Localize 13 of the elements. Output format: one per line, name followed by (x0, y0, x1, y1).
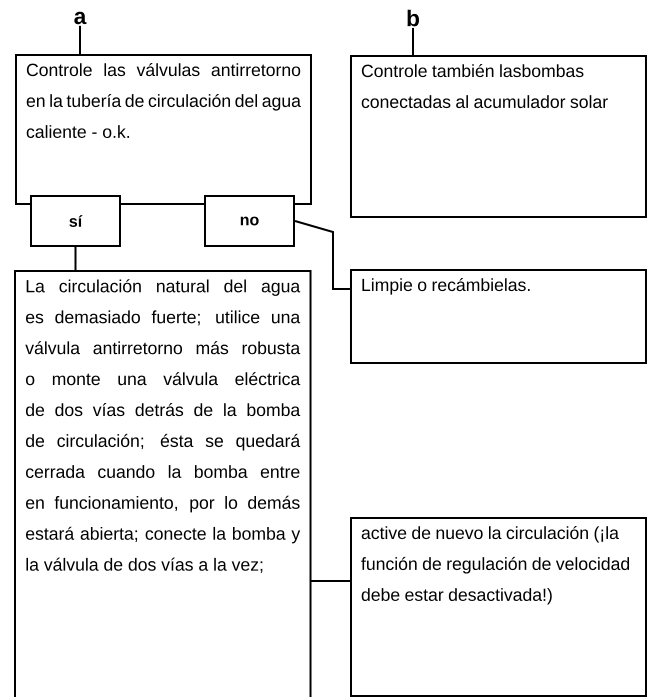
connector-line (310, 580, 350, 582)
instruction-box: active de nuevo la circulación (¡la función de regulación de velocidad debe estar desactivada!) (350, 517, 647, 697)
connector-line (74, 247, 76, 271)
connector-line (79, 26, 81, 54)
instruction-box: La circulación natural del agua es demasiado fuerte; utilice una válvula antirretorno más robusta o monte una válvula eléctrica de dos vías detrás de la bomba de circulación; ésta se quedará cerrada cuando la bomba entre en funcionamiento, por lo demás estará abierta; conecte la bomba y la válvula de dos vías a la vez; (14, 270, 312, 697)
connector-line (412, 28, 414, 55)
instruction-box: Limpie o recámbielas. (350, 269, 647, 364)
connector-line (294, 220, 350, 290)
answer-tab: no (204, 195, 295, 247)
instruction-box: Controle también lasbombas conectadas al acumulador solar (350, 55, 647, 218)
answer-tab: sí (30, 195, 121, 247)
step-letter: a (74, 12, 86, 24)
step-letter: b (408, 10, 419, 26)
